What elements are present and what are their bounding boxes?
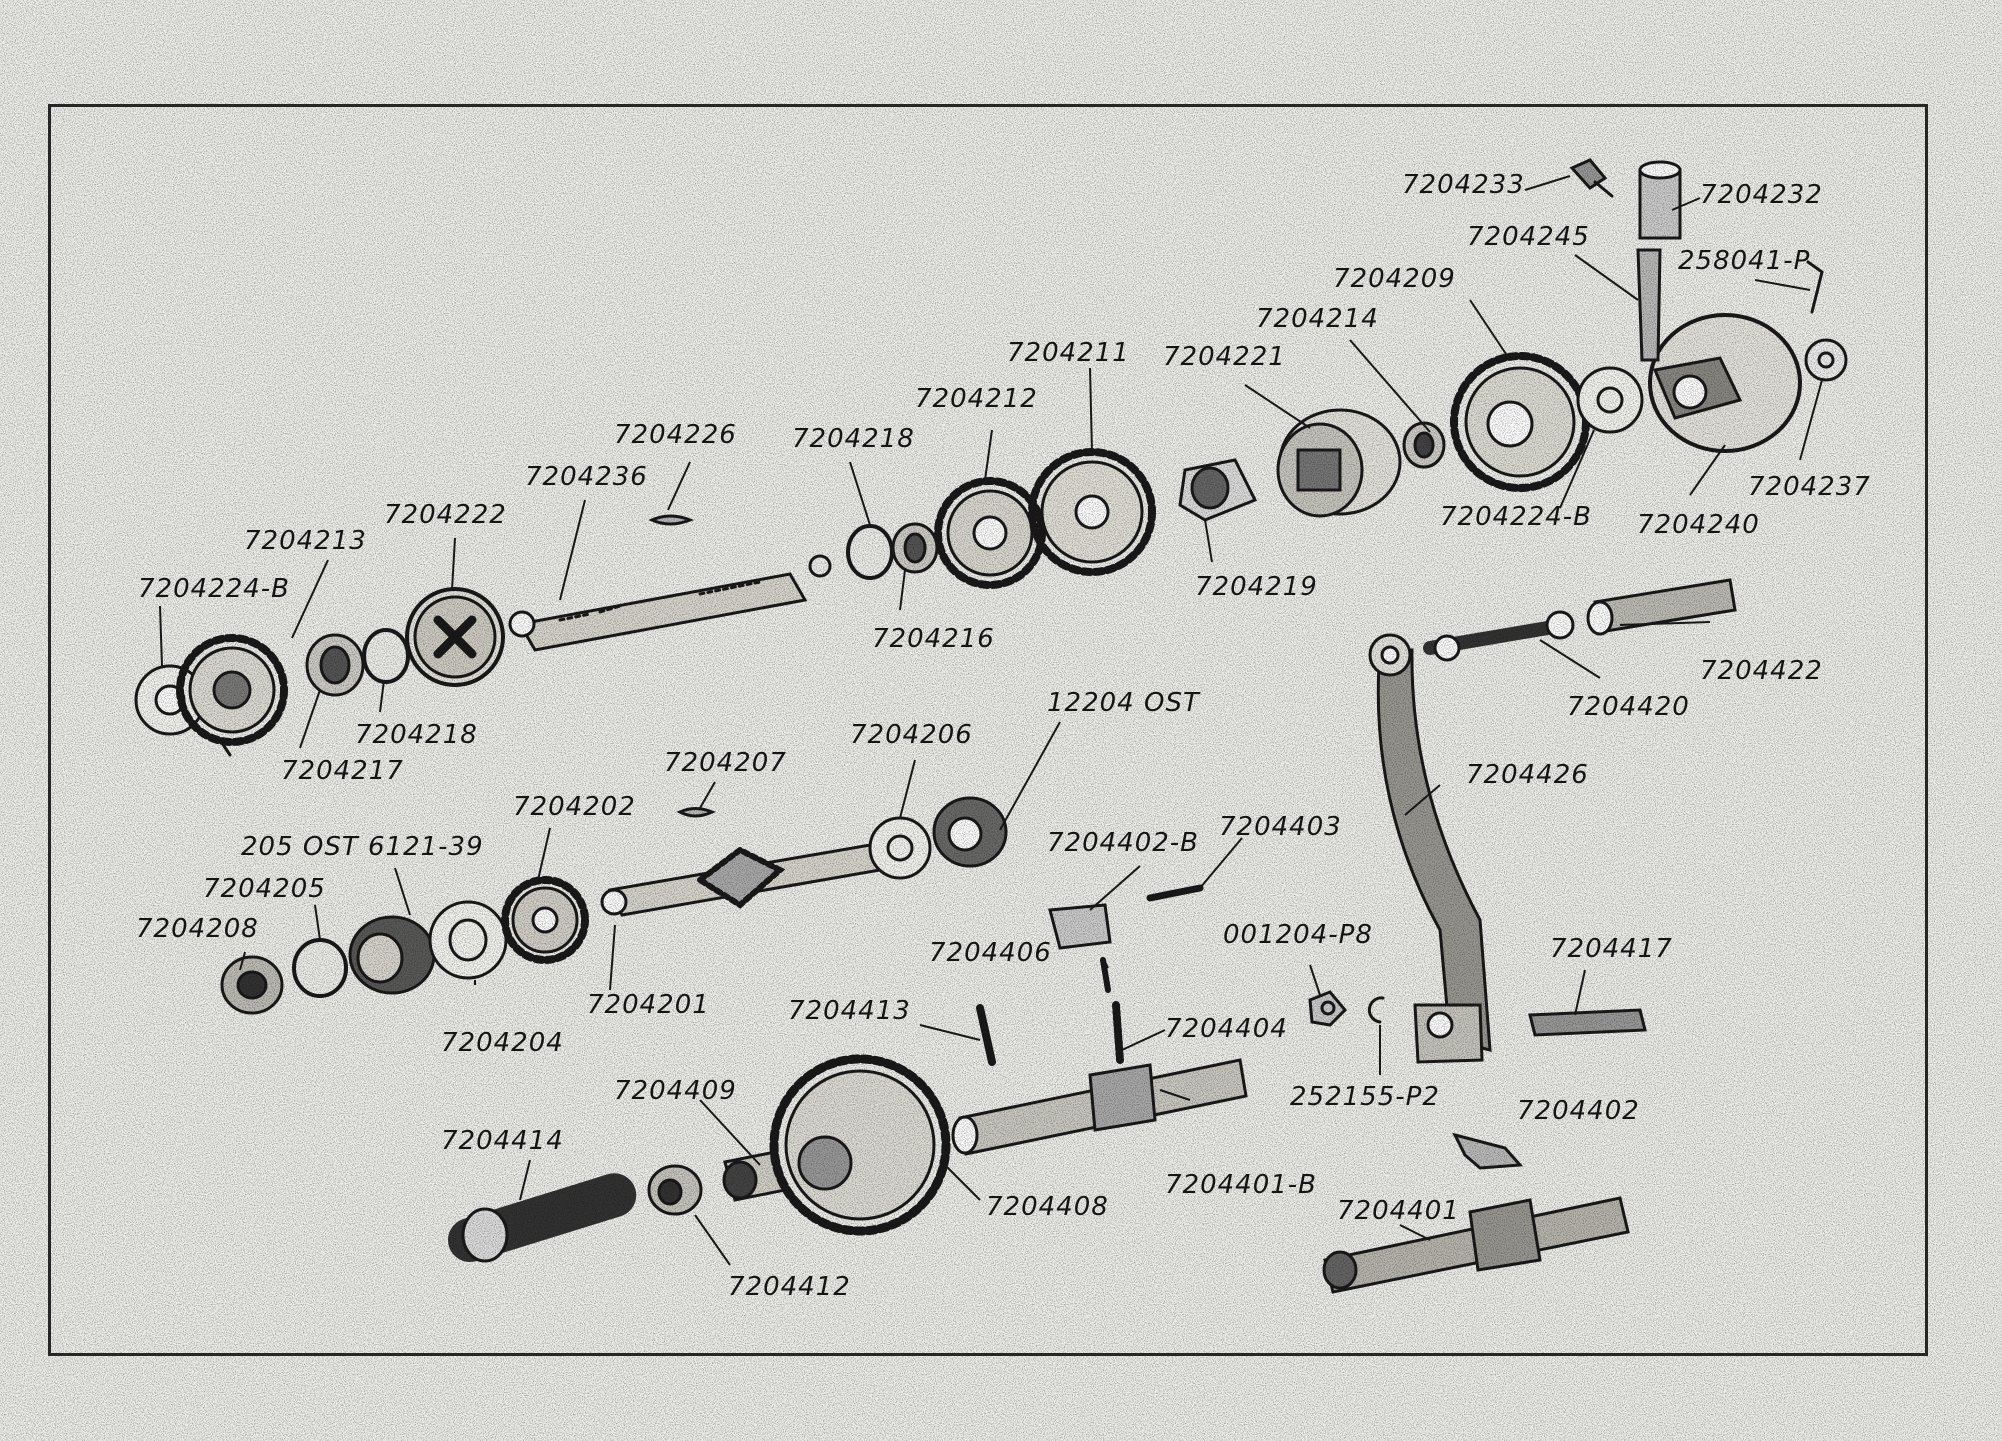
label-7204202: 7204202 <box>513 792 636 822</box>
label-7204224-b-left: 7204224-B <box>138 574 291 604</box>
label-7204245: 7204245 <box>1467 222 1590 252</box>
label-7204222: 7204222 <box>384 500 507 530</box>
label-7204402-b: 7204402-B <box>1047 828 1200 858</box>
label-205-ost-6121-39: 205 OST 6121-39 <box>241 832 484 862</box>
label-7204226: 7204226 <box>614 420 737 450</box>
label-7204236: 7204236 <box>525 462 648 492</box>
label-7204413: 7204413 <box>788 996 911 1026</box>
label-7204204: 7204204 <box>441 1028 564 1058</box>
label-7204422: 7204422 <box>1700 656 1823 686</box>
label-7204209: 7204209 <box>1333 264 1456 294</box>
label-7204224-b-right: 7204224-B <box>1440 502 1593 532</box>
label-7204218-bottom: 7204218 <box>355 720 478 750</box>
label-7204205: 7204205 <box>203 874 326 904</box>
label-7204216: 7204216 <box>872 624 995 654</box>
label-7204206: 7204206 <box>850 720 973 750</box>
label-7204217: 7204217 <box>281 756 404 786</box>
label-7204211: 7204211 <box>1007 338 1130 368</box>
label-7204218-top: 7204218 <box>792 424 915 454</box>
label-258041-p: 258041-P <box>1678 246 1811 276</box>
label-7204403: 7204403 <box>1219 812 1342 842</box>
label-7204232: 7204232 <box>1700 180 1823 210</box>
label-7204409: 7204409 <box>614 1076 737 1106</box>
label-7204420: 7204420 <box>1567 692 1690 722</box>
label-7204237: 7204237 <box>1748 472 1871 502</box>
label-7204402: 7204402 <box>1517 1096 1640 1126</box>
label-12204-ost: 12204 OST <box>1047 688 1200 718</box>
label-7204412: 7204412 <box>728 1272 851 1302</box>
label-7204207: 7204207 <box>664 748 787 778</box>
label-7204219: 7204219 <box>1195 572 1318 602</box>
label-7204401-b: 7204401-B <box>1165 1170 1318 1200</box>
label-7204401: 7204401 <box>1337 1196 1460 1226</box>
label-001204-p8: 001204-P8 <box>1223 920 1373 950</box>
label-7204414: 7204414 <box>441 1126 564 1156</box>
label-7204417: 7204417 <box>1550 934 1673 964</box>
label-7204214: 7204214 <box>1256 304 1379 334</box>
label-7204408: 7204408 <box>986 1192 1109 1222</box>
label-7204240: 7204240 <box>1637 510 1760 540</box>
label-7204406: 7204406 <box>929 938 1052 968</box>
label-7204426: 7204426 <box>1466 760 1589 790</box>
label-7204201: 7204201 <box>587 990 710 1020</box>
label-7204221: 7204221 <box>1163 342 1286 372</box>
label-7204404: 7204404 <box>1165 1014 1288 1044</box>
label-7204213: 7204213 <box>244 526 367 556</box>
label-7204233: 7204233 <box>1402 170 1525 200</box>
label-252155-p2: 252155-P2 <box>1290 1082 1440 1112</box>
label-7204208: 7204208 <box>136 914 259 944</box>
label-7204212: 7204212 <box>915 384 1038 414</box>
